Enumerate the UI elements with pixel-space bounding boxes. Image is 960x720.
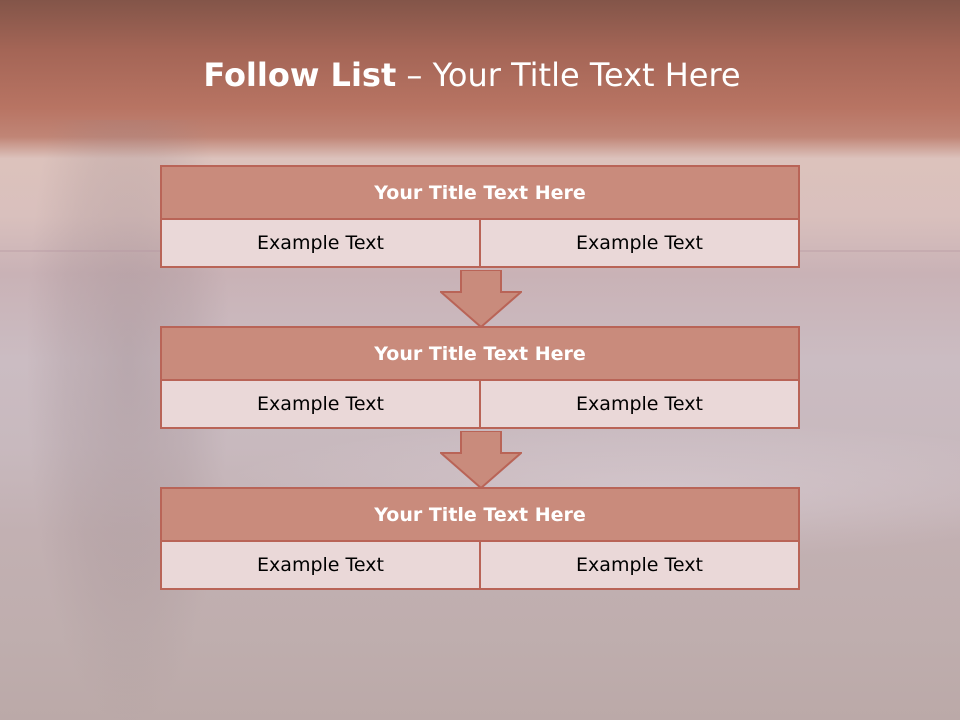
flow-box-heading: Your Title Text Here	[160, 165, 800, 220]
down-arrow-icon	[440, 270, 522, 328]
flow-box-cell-right: Example Text	[479, 540, 800, 590]
flow-box-row: Example Text Example Text	[160, 218, 800, 268]
down-arrow-icon	[440, 431, 522, 489]
flow-box-cell-left: Example Text	[160, 218, 481, 268]
flow-box-cell-left: Example Text	[160, 540, 481, 590]
flow-box-row: Example Text Example Text	[160, 379, 800, 429]
flow-box-1[interactable]: Your Title Text Here Example Text Exampl…	[160, 165, 800, 268]
flow-box-cell-right: Example Text	[479, 379, 800, 429]
flow-box-3[interactable]: Your Title Text Here Example Text Exampl…	[160, 487, 800, 590]
slide-title-rest: – Your Title Text Here	[396, 56, 741, 94]
flow-box-2[interactable]: Your Title Text Here Example Text Exampl…	[160, 326, 800, 429]
slide-title-bold: Follow List	[203, 56, 397, 94]
flow-box-cell-left: Example Text	[160, 379, 481, 429]
flow-box-heading: Your Title Text Here	[160, 326, 800, 381]
flow-box-row: Example Text Example Text	[160, 540, 800, 590]
slide-title[interactable]: Follow List – Your Title Text Here	[0, 56, 944, 94]
flow-box-cell-right: Example Text	[479, 218, 800, 268]
flow-box-heading: Your Title Text Here	[160, 487, 800, 542]
